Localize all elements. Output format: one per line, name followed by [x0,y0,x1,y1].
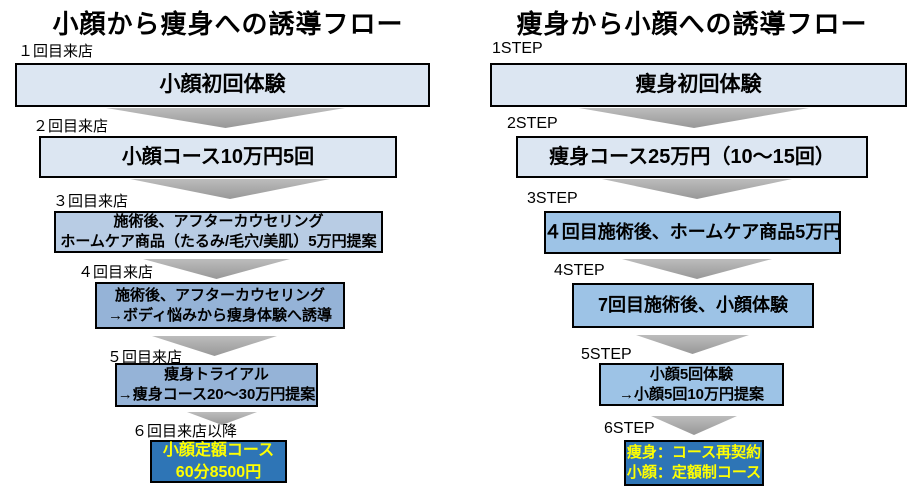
box-text: 施術後、アフターカウセリング [113,213,324,231]
step-label: ６回目来店以降 [132,423,238,440]
box-text: 痩身初回体験 [635,73,762,97]
box-text: 60分8500円 [175,463,262,481]
flow-step-box: 小顔コース10万円5回 [39,136,397,178]
down-arrow-icon [130,179,330,199]
box-text: →ボディ悩みから痩身体験へ誘導 [108,306,332,324]
down-arrow-icon [636,335,749,354]
box-text: 小顔コース10万円5回 [121,145,315,168]
step-label: １回目来店 [18,43,94,60]
box-text: 小顔定額コース [162,442,275,460]
box-text: 痩身：コース再契約 [626,444,762,462]
step-label: ５回目来店 [107,349,183,366]
flow-step-box: 小顔定額コース 60分8500円 [150,440,287,483]
flow-step-box: 痩身トライアル →痩身コース20～30万円提案 [115,363,318,407]
down-arrow-icon [651,416,737,435]
step-label: 1STEP [492,40,543,57]
box-text: 小顔5回体験 [649,365,734,383]
box-text: →小顔5回10万円提案 [618,385,765,403]
box-text: 7回目施術後、小顔体験 [597,294,788,315]
down-arrow-icon [622,259,772,279]
step-label: 5STEP [581,346,632,363]
step-label: 2STEP [507,115,558,132]
down-arrow-icon [143,259,290,279]
box-text: ホームケア商品（たるみ/毛穴/美肌）5万円提案 [60,233,377,250]
step-label: 3STEP [527,190,578,207]
right-flow-title: 痩身から小顔への誘導フロー [516,9,868,39]
flow-step-box: 痩身初回体験 [490,63,907,107]
step-label: ２回目来店 [33,118,109,135]
flow-step-box: 7回目施術後、小顔体験 [572,283,814,328]
left-flow-title: 小顔から痩身への誘導フロー [52,9,404,39]
flow-step-box: 施術後、アフターカウセリング ホームケア商品（たるみ/毛穴/美肌）5万円提案 [54,211,383,253]
flow-step-box: 施術後、アフターカウセリング →ボディ悩みから痩身体験へ誘導 [95,282,345,329]
flow-step-box: 小顔5回体験 →小顔5回10万円提案 [599,363,784,406]
flow-step-box: 痩身コース25万円（10～15回） [516,136,868,178]
down-arrow-icon [106,108,345,128]
flow-step-box: ４回目施術後、ホームケア商品5万円 [544,211,841,254]
box-text: 施術後、アフターカウセリング [114,286,325,304]
step-label: 6STEP [604,420,655,437]
box-text: 小顔：定額制コース [626,464,762,481]
down-arrow-icon [602,179,792,199]
flow-step-box: 痩身：コース再契約 小顔：定額制コース [624,440,764,486]
box-text: 痩身コース25万円（10～15回） [549,145,835,168]
down-arrow-icon [579,108,809,128]
step-label: 4STEP [554,262,605,279]
flow-step-box: 小顔初回体験 [15,63,430,107]
box-text: 小顔初回体験 [159,73,286,97]
box-text: →痩身コース20～30万円提案 [117,386,316,403]
step-label: ４回目来店 [78,264,154,281]
step-label: ３回目来店 [53,193,129,210]
box-text: 痩身トライアル [164,366,269,384]
box-text: ４回目施術後、ホームケア商品5万円 [543,221,842,242]
